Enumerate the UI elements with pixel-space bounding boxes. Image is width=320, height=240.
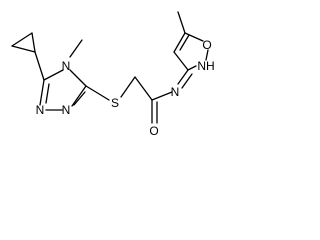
- bond-cyclopropyl-triazole: [34, 51, 45, 81]
- bond-c3-n2: [71, 85, 87, 107]
- bond-o-nh: [205, 49, 209, 61]
- bond-n4-c3: [69, 69, 87, 87]
- atom-n-amide: N: [171, 85, 180, 99]
- atom-n-triazole-a: N: [62, 103, 71, 117]
- bond-c5-n4: [43, 69, 64, 81]
- bond-n-c3-double: [181, 73, 193, 89]
- bond-n1-c5: [39, 79, 45, 106]
- bond-c3-s: [85, 85, 110, 101]
- bond-c4-c5: [173, 32, 186, 53]
- bond-c3-n2-double: [73, 91, 86, 106]
- structure-canvas: N N N S O N O NH: [0, 0, 231, 151]
- cyclopropyl-ring: [11, 32, 36, 53]
- bond-nh-c3: [187, 65, 197, 71]
- bond-n-c3: [177, 69, 189, 85]
- bond-n1-c5-double: [45, 83, 50, 104]
- bond-s-ch2: [120, 76, 136, 98]
- atom-n-methyl: N: [62, 59, 71, 73]
- bond-cyclopropyl-3: [11, 45, 36, 53]
- bond-c3-c4: [173, 51, 189, 71]
- atom-o-carbonyl: O: [149, 124, 158, 138]
- atom-nh-isoxazole: NH: [197, 59, 214, 73]
- bond-c5-o: [184, 32, 204, 42]
- triazole-ring: [39, 69, 87, 111]
- atom-n-triazole-b: N: [36, 103, 45, 117]
- chemical-structure: N N N S O N O NH: [11, 11, 215, 138]
- atom-s: S: [111, 96, 119, 110]
- bond-n-methyl: [69, 39, 83, 58]
- bond-ch2-carbonyl: [134, 76, 153, 101]
- bond-cyclopropyl-2: [31, 32, 36, 53]
- bond-cyclopropyl-1: [11, 32, 33, 47]
- bond-c5-methyl: [177, 11, 186, 34]
- bond-carbonyl-n: [151, 91, 173, 101]
- atom-o-isoxazole: O: [202, 38, 211, 52]
- bond-c4-c5-double: [179, 34, 190, 51]
- isoxazole-ring: [173, 32, 209, 71]
